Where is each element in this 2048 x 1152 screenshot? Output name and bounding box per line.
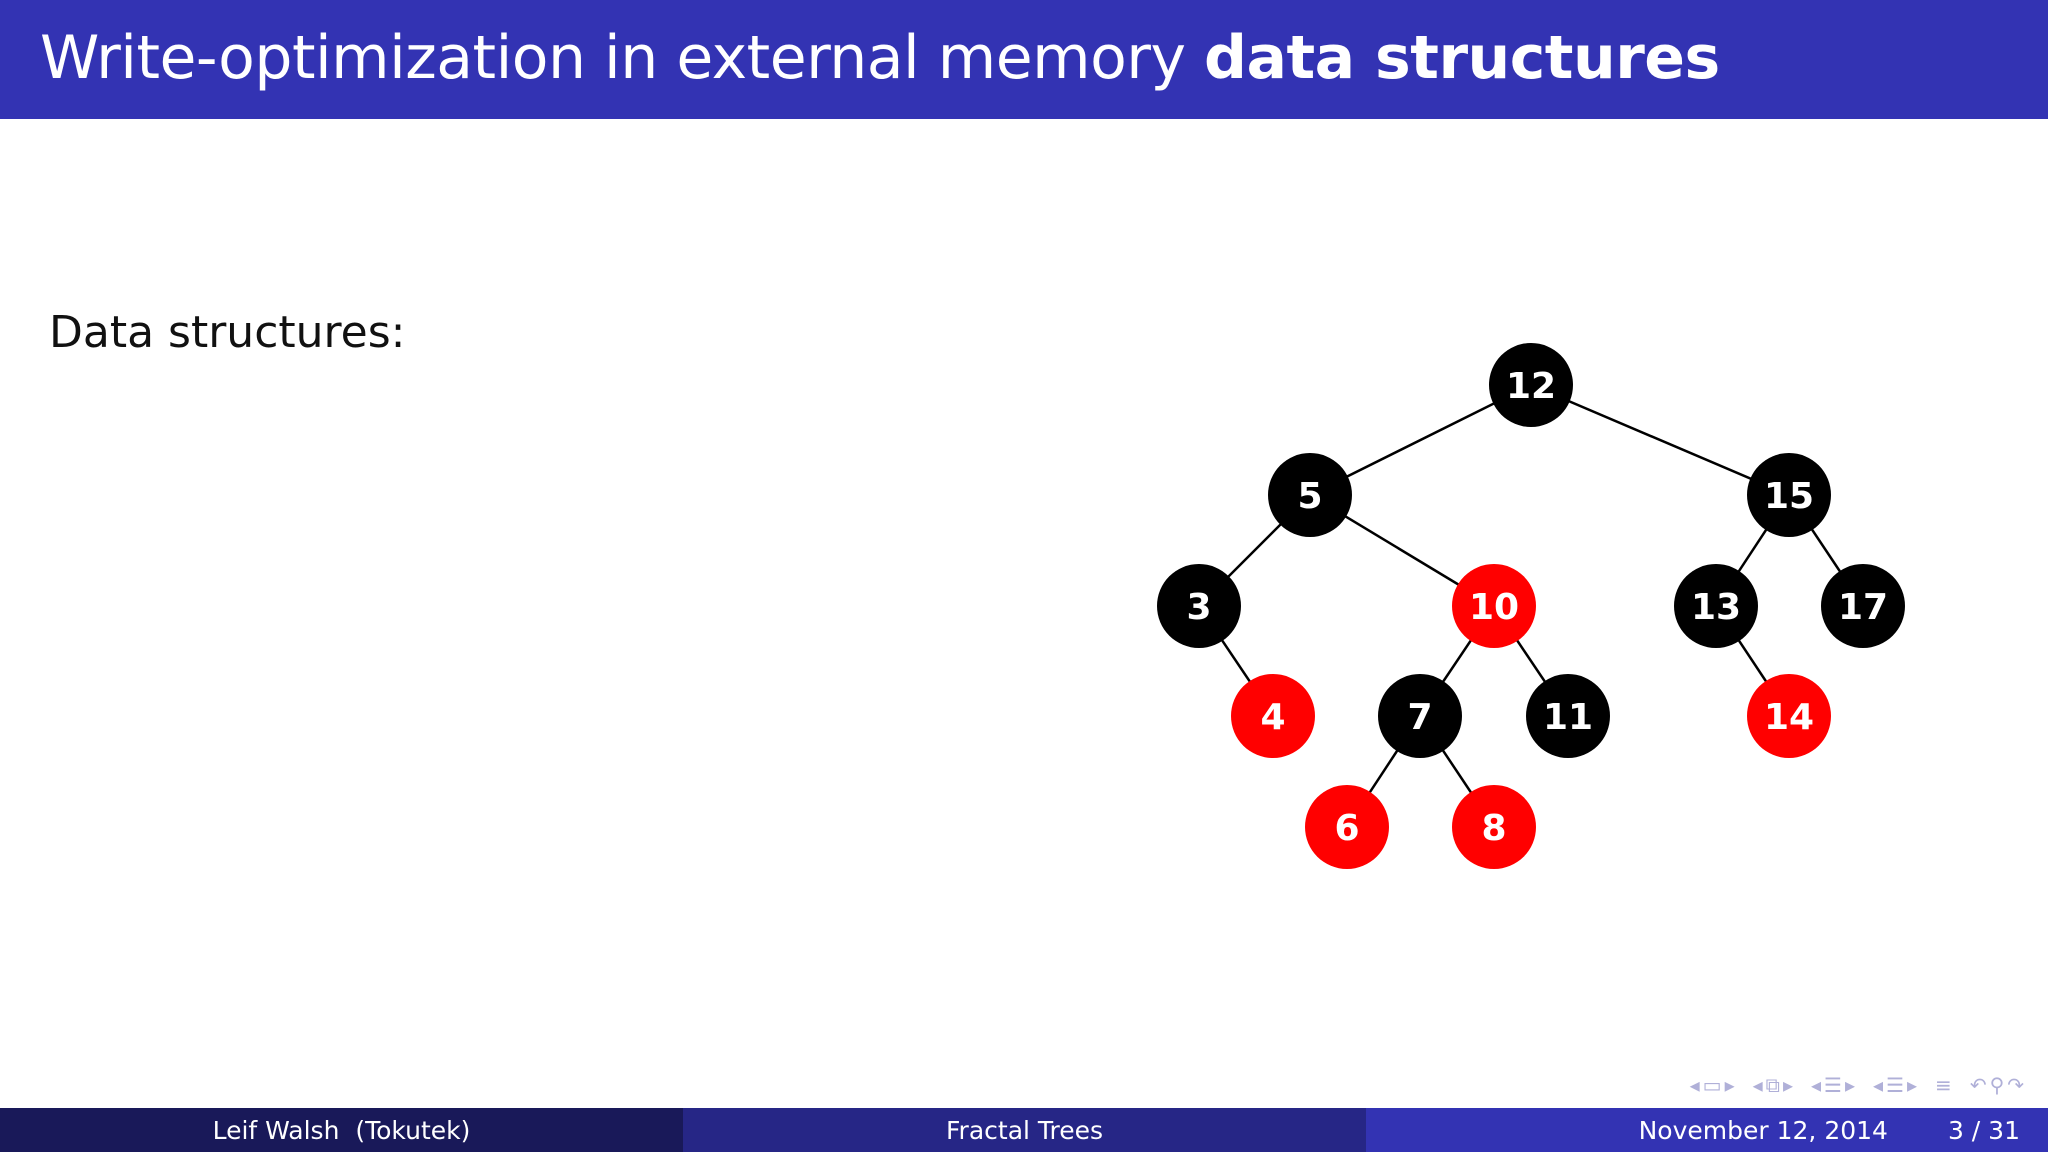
- tree-node-label-6: 6: [1334, 808, 1359, 849]
- page-number: 3 / 31: [1947, 1115, 2020, 1145]
- title-regular: Write-optimization in external memory: [40, 23, 1205, 93]
- tree-node-label-3: 3: [1186, 587, 1211, 628]
- next-frame-icon[interactable]: ▸: [1724, 1073, 1735, 1097]
- tree-node-7: 7: [1378, 674, 1462, 758]
- search-icon[interactable]: ⚲: [1989, 1073, 2005, 1097]
- tree-node-circle-12: [1489, 343, 1573, 427]
- title-bold: data structures: [1204, 23, 1720, 93]
- tree-node-label-10: 10: [1469, 587, 1519, 628]
- tree-node-label-14: 14: [1764, 697, 1814, 738]
- tree-node-circle-7: [1378, 674, 1462, 758]
- footer-title-text: Fractal Trees: [945, 1115, 1104, 1145]
- tree-node-8: 8: [1452, 785, 1536, 869]
- prev-subsection-icon[interactable]: ◂: [1810, 1073, 1822, 1097]
- tree-node-circle-15: [1747, 453, 1831, 537]
- tree-node-circle-4: [1231, 674, 1315, 758]
- tree-node-5: 5: [1268, 453, 1352, 537]
- slide-footer: Leif Walsh (Tokutek) Fractal Trees Novem…: [0, 1108, 2048, 1152]
- tree-node-circle-10: [1452, 564, 1536, 648]
- tree-node-label-15: 15: [1764, 476, 1814, 517]
- prev-slide-icon[interactable]: ◂: [1752, 1073, 1763, 1097]
- tree-node-label-4: 4: [1260, 697, 1285, 738]
- footer-title: Fractal Trees: [683, 1108, 1366, 1152]
- next-subsection-icon[interactable]: ▸: [1844, 1073, 1856, 1097]
- tree-node-circle-3: [1157, 564, 1241, 648]
- slide-title: Write-optimization in external memory da…: [40, 28, 1720, 88]
- tree-node-label-5: 5: [1297, 476, 1322, 517]
- tree-node-label-13: 13: [1691, 587, 1741, 628]
- prev-section-icon[interactable]: ◂: [1873, 1073, 1884, 1097]
- section-icon[interactable]: ☰: [1886, 1073, 1904, 1097]
- frames-icon[interactable]: ⧉: [1765, 1073, 1780, 1097]
- tree-node-14: 14: [1747, 674, 1831, 758]
- tree-node-4: 4: [1231, 674, 1315, 758]
- subsection-icon[interactable]: ☰: [1824, 1073, 1842, 1097]
- tree-node-label-7: 7: [1407, 697, 1432, 738]
- tree-node-circle-14: [1747, 674, 1831, 758]
- undo-icon[interactable]: ↶: [1969, 1073, 1987, 1097]
- slide-subheading: Data structures:: [49, 307, 406, 358]
- align-icon[interactable]: ≡: [1935, 1073, 1952, 1097]
- tree-node-label-11: 11: [1543, 697, 1593, 738]
- tree-node-17: 17: [1821, 564, 1905, 648]
- frame-icon[interactable]: ▭: [1702, 1073, 1722, 1097]
- tree-node-6: 6: [1305, 785, 1389, 869]
- next-section-icon[interactable]: ▸: [1907, 1073, 1918, 1097]
- beamer-navigation-bar: ◂ ▭ ▸ ◂ ⧉ ▸ ◂ ☰ ▸ ◂ ☰ ▸ ≡ ↶ ⚲ ↷: [1678, 1070, 2024, 1100]
- tree-node-circle-6: [1305, 785, 1389, 869]
- tree-node-label-12: 12: [1506, 366, 1556, 407]
- tree-node-label-17: 17: [1838, 587, 1888, 628]
- tree-node-10: 10: [1452, 564, 1536, 648]
- prev-frame-icon[interactable]: ◂: [1689, 1073, 1700, 1097]
- tree-edge-12-15: [1530, 383, 1790, 497]
- redo-icon[interactable]: ↷: [2007, 1073, 2024, 1097]
- tree-node-circle-5: [1268, 453, 1352, 537]
- footer-author: Leif Walsh (Tokutek): [0, 1108, 683, 1152]
- footer-author-text: Leif Walsh (Tokutek): [212, 1115, 471, 1145]
- tree-node-circle-17: [1821, 564, 1905, 648]
- footer-date-page: November 12, 2014 3 / 31: [1366, 1108, 2048, 1152]
- tree-node-11: 11: [1526, 674, 1610, 758]
- tree-node-circle-11: [1526, 674, 1610, 758]
- tree-node-circle-13: [1674, 564, 1758, 648]
- tree-node-3: 3: [1157, 564, 1241, 648]
- tree-node-circle-8: [1452, 785, 1536, 869]
- tree-node-13: 13: [1674, 564, 1758, 648]
- tree-node-12: 12: [1489, 343, 1573, 427]
- slide-header: Write-optimization in external memory da…: [0, 0, 2048, 119]
- next-slide-icon[interactable]: ▸: [1782, 1073, 1793, 1097]
- tree-node-15: 15: [1747, 453, 1831, 537]
- tree-node-label-8: 8: [1481, 808, 1506, 849]
- footer-date: November 12, 2014: [1638, 1115, 1888, 1145]
